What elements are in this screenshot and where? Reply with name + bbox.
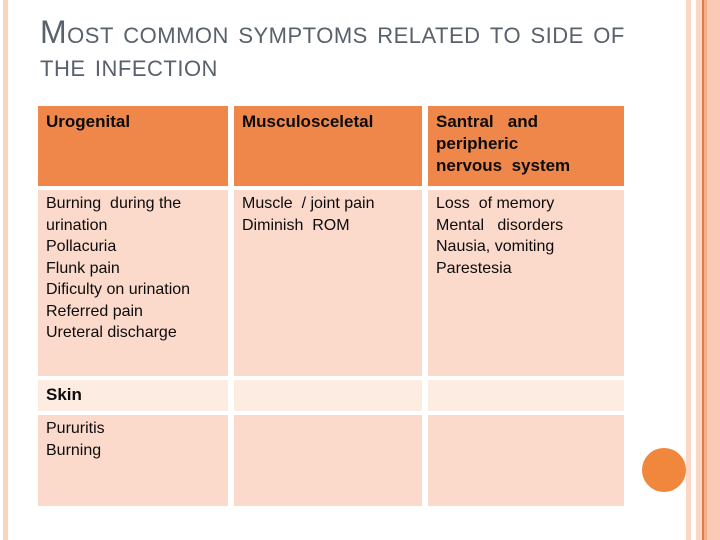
right-accent-stripe-5: [707, 0, 720, 540]
page-title-line-2: the infection: [40, 47, 218, 83]
right-accent-stripe-3: [702, 0, 704, 540]
table-cell-skin-label: Skin: [38, 380, 228, 411]
right-accent-stripe-4: [704, 0, 707, 540]
left-accent-stripe: [3, 0, 8, 540]
table-cell-skin-symptoms: Pururitis Burning: [38, 415, 228, 506]
header-cell-urogenital: Urogenital: [38, 106, 228, 186]
page-title: Most common symptoms related to side of …: [40, 16, 640, 82]
table-cell-musculosceletal-symptoms: Muscle / joint pain Diminish ROM: [234, 190, 422, 376]
table-cell-row2-empty-1: [234, 415, 422, 506]
right-accent-stripe-2: [696, 0, 702, 540]
accent-circle: [642, 448, 686, 492]
table-cell-nervous-symptoms: Loss of memory Mental disorders Nausia, …: [428, 190, 624, 376]
table-cell-skin-empty-2: [428, 380, 624, 411]
right-accent-stripe-1: [686, 0, 691, 540]
table-cell-urogenital-symptoms: Burning during the urination Pollacuria …: [38, 190, 228, 376]
header-cell-musculosceletal: Musculosceletal: [234, 106, 422, 186]
symptoms-table: Urogenital Musculosceletal Santral and p…: [38, 106, 624, 506]
page-title-line-1: Most common symptoms related to side of: [40, 14, 625, 50]
table-cell-row2-empty-2: [428, 415, 624, 506]
header-cell-nervous-system: Santral and peripheric nervous system: [428, 106, 624, 186]
table-cell-skin-empty-1: [234, 380, 422, 411]
